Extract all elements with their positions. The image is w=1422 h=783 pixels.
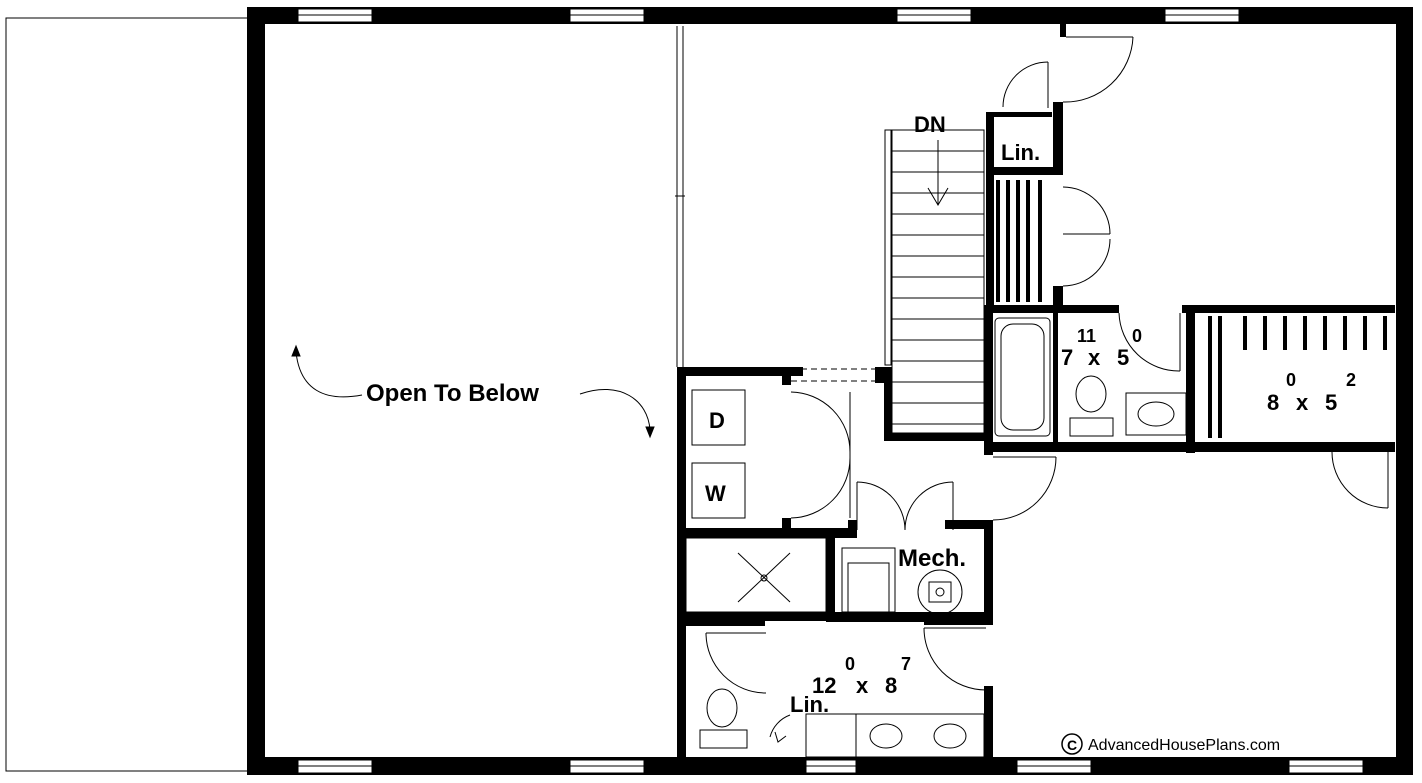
bath-upper-depth-inches: 0 — [1132, 326, 1142, 346]
bath-upper-times: x — [1088, 345, 1101, 370]
dryer-label: D — [709, 408, 725, 433]
closet-right-depth-feet: 5 — [1325, 390, 1337, 415]
bath-upper-width-feet: 7 — [1061, 345, 1073, 370]
bath-lower-dimension: 0 12 x 8 7 — [812, 654, 911, 698]
watermark-text: AdvancedHousePlans.com — [1088, 737, 1280, 754]
open-to-below-label: Open To Below — [366, 380, 539, 407]
interior-walls — [677, 24, 1395, 767]
closet-rods — [996, 180, 1387, 438]
bath-lower-width-inches: 0 — [845, 654, 855, 674]
linen-upper-label: Lin. — [1001, 140, 1040, 165]
linen-lower-label: Lin. — [790, 692, 829, 717]
closet-right-depth-inches: 2 — [1346, 370, 1356, 390]
stairs — [791, 129, 985, 434]
bath-upper-dimension: 11 7 x 5 0 — [1061, 326, 1142, 370]
open-below-arrows — [291, 344, 655, 439]
fixtures — [685, 317, 1187, 758]
bath-upper-depth-feet: 5 — [1117, 345, 1129, 370]
doors — [705, 36, 1389, 743]
bath-lower-depth-feet: 8 — [885, 673, 897, 698]
windows — [297, 8, 1364, 774]
closet-right-dimension: 0 8 x 5 2 — [1267, 370, 1356, 415]
bath-lower-times: x — [856, 673, 869, 698]
washer-label: W — [705, 481, 726, 506]
porch-outline — [5, 17, 247, 772]
mechanical-label: Mech. — [898, 545, 966, 572]
copyright-symbol: C — [1067, 737, 1077, 753]
closet-right-width-inches: 0 — [1286, 370, 1296, 390]
closet-right-width-feet: 8 — [1267, 390, 1279, 415]
bath-lower-depth-inches: 7 — [901, 654, 911, 674]
exterior-walls — [247, 7, 1413, 775]
stairs-down-label: DN — [914, 112, 946, 137]
bath-upper-width-inches: 11 — [1077, 326, 1096, 346]
closet-right-times: x — [1296, 390, 1309, 415]
watermark: C AdvancedHousePlans.com — [1061, 733, 1280, 755]
bath-lower-width-feet: 12 — [812, 673, 836, 698]
railing — [675, 26, 685, 367]
